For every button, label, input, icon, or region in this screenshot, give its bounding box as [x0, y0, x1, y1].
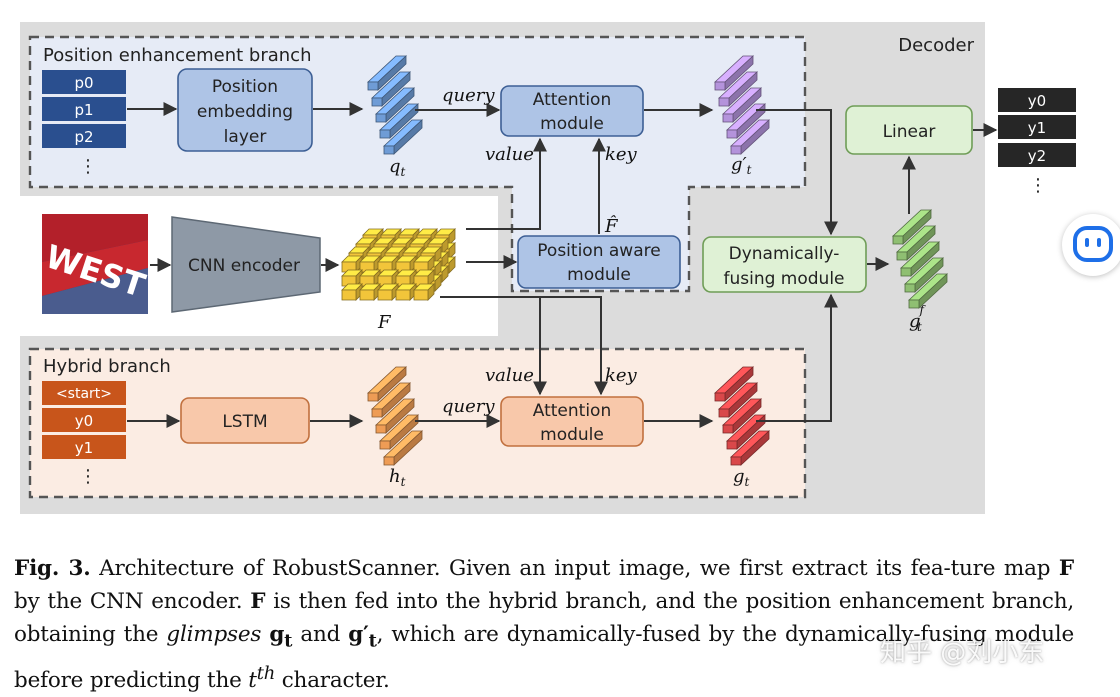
- dynamic-fusing-module: [702, 236, 867, 293]
- chat-bubble-icon: [1073, 226, 1113, 262]
- caption-text-2: by the CNN encoder.: [14, 589, 243, 614]
- dynamic-fusing-label-1: Dynamically-: [729, 244, 840, 264]
- value-label-position: value: [485, 144, 534, 165]
- token-p2: p2: [74, 128, 93, 146]
- dynamic-fusing-label-2: fusing module: [723, 269, 844, 289]
- F-hat-label: F̂: [604, 215, 619, 237]
- attention-label-2: module: [540, 114, 604, 134]
- feature-map-F: [341, 228, 456, 301]
- feature-stack-g-f: [891, 209, 949, 309]
- attention-module-position: [500, 85, 644, 137]
- attention-label-1: Attention: [533, 401, 611, 421]
- query-label-position: query: [442, 85, 495, 106]
- hybrid-tokens: <start> y0 y1 ⋮: [42, 381, 126, 487]
- output-y1: y1: [1028, 119, 1046, 137]
- input-image: WEST: [41, 214, 150, 314]
- caption-text-4: , which are dynamically-fused by the dyn…: [14, 622, 1074, 694]
- caption-glimpses: glimpses: [166, 622, 262, 647]
- token-y0-hybrid: y0: [75, 412, 93, 430]
- linear-box: [845, 105, 973, 155]
- caption-text-3: is then fed into the hybrid branch, and …: [14, 589, 1074, 647]
- caption-text-1: Architecture of RobustScanner. Given an …: [99, 556, 1051, 581]
- attention-label-2: module: [540, 425, 604, 445]
- lstm-label: LSTM: [222, 412, 267, 432]
- label-h-t: ht: [389, 466, 406, 489]
- caption-text-5: character.: [281, 668, 390, 694]
- position-tokens: p0 p1 p2 ⋮: [42, 70, 126, 177]
- feature-stack-g: [713, 366, 771, 466]
- fig-label: Fig. 3.: [14, 556, 91, 581]
- watermark: 知乎 @刘小东: [880, 638, 1045, 668]
- attention-module-hybrid: [500, 396, 644, 447]
- figure-caption: Fig. 3. Architecture of RobustScanner. G…: [14, 552, 1074, 697]
- linear-label: Linear: [883, 122, 936, 142]
- label-g-prime-t: g′t: [731, 154, 752, 177]
- caption-F-1: F: [1058, 556, 1074, 581]
- value-label-hybrid: value: [485, 365, 534, 386]
- connections: [127, 102, 998, 428]
- token-p1: p1: [74, 101, 93, 119]
- output-y0: y0: [1028, 92, 1046, 110]
- label-g-t: gt: [733, 466, 750, 489]
- caption-and: and: [300, 622, 341, 647]
- cnn-encoder-label: CNN encoder: [188, 256, 300, 276]
- feature-stack-g-prime: [713, 55, 771, 155]
- architecture-diagram: Decoder Position enhancement branch Hybr…: [20, 22, 1076, 514]
- position-branch-label: Position enhancement branch: [43, 45, 311, 66]
- token-p0: p0: [74, 74, 93, 92]
- caption-F-2: F: [250, 589, 266, 614]
- output-tokens: y0 y1 y2 ⋮: [998, 88, 1076, 196]
- token-y1-hybrid: y1: [75, 439, 93, 457]
- ellipsis: ⋮: [79, 466, 97, 487]
- decoder-label: Decoder: [898, 35, 974, 56]
- position-embedding-layer: [177, 68, 313, 152]
- attention-label-1: Attention: [533, 90, 611, 110]
- caption-g-prime-t: g′t: [348, 622, 377, 652]
- lstm-box: [180, 397, 310, 444]
- ellipsis: ⋮: [79, 156, 97, 177]
- feature-stack-h: [366, 366, 424, 466]
- key-label-hybrid: key: [605, 365, 638, 386]
- feature-stack-q: [366, 55, 424, 155]
- position-aware-label-2: module: [567, 265, 631, 285]
- query-label-hybrid: query: [442, 396, 495, 417]
- position-embedding-label-2: embedding: [197, 102, 293, 122]
- ellipsis: ⋮: [1029, 175, 1047, 196]
- output-y2: y2: [1028, 147, 1046, 165]
- caption-t: tth: [248, 663, 276, 694]
- cnn-encoder: [171, 216, 321, 313]
- chat-bubble-widget[interactable]: [1062, 214, 1120, 276]
- position-aware-label-1: Position aware: [537, 241, 660, 261]
- position-embedding-label-3: layer: [224, 127, 267, 147]
- position-aware-module: [517, 235, 681, 289]
- key-label-position: key: [605, 144, 638, 165]
- caption-g-t: gt: [269, 622, 293, 652]
- label-q-t: qt: [389, 156, 406, 179]
- label-F: F: [377, 312, 392, 333]
- hybrid-branch-label: Hybrid branch: [43, 356, 171, 377]
- position-embedding-label-1: Position: [212, 77, 278, 97]
- token-start: <start>: [56, 386, 112, 402]
